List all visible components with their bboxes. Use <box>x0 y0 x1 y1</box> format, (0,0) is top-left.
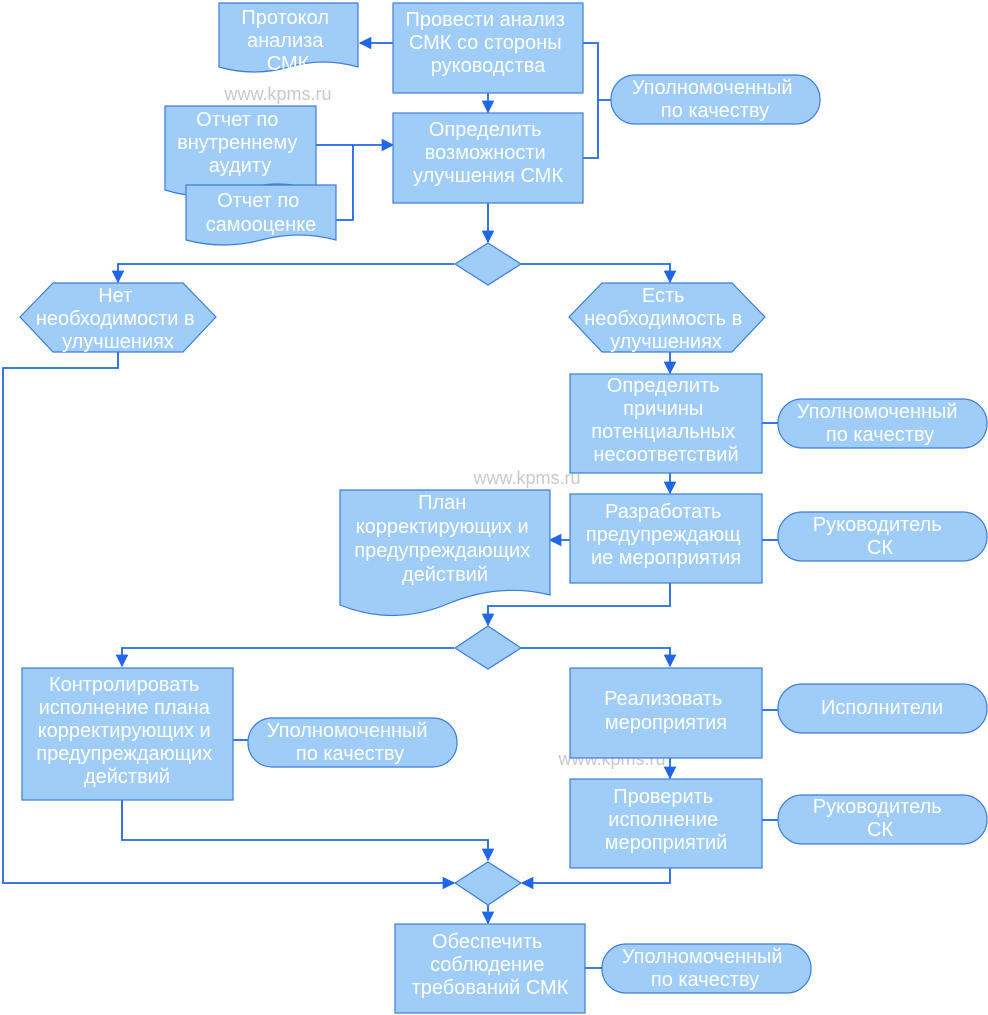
document-action-plan[interactable]: План корректирующих и предупреждающих де… <box>339 489 551 617</box>
process-develop-measures[interactable]: Разработать предупреждающ ие мероприятия <box>569 493 763 584</box>
document-protocol-label: Протокол анализа СМК <box>241 7 334 75</box>
process-develop-measures-label: Разработать предупреждающ ие мероприятия <box>586 501 746 569</box>
process-implement-measures[interactable]: Реализовать мероприятия <box>569 667 763 759</box>
role-quality-rep-1[interactable]: Уполномоченный по качеству <box>610 74 821 125</box>
process-implement-measures-label: Реализовать мероприятия <box>604 688 728 734</box>
process-control-execution[interactable]: Контролировать исполнение плана корректи… <box>21 667 234 801</box>
edge-self-assessment-join <box>336 145 354 221</box>
edge-quality-rep-bracket <box>583 42 611 159</box>
role-executors-label: Исполнители <box>821 697 943 719</box>
edge-decision2-to-implement <box>520 647 677 668</box>
document-internal-audit-label: Отчет по внутреннему аудиту <box>177 109 303 177</box>
role-executors[interactable]: Исполнители <box>777 683 988 734</box>
hexagon-need[interactable]: Есть необходимость в улучшениях <box>568 282 766 353</box>
role-head-sk-1-label: Руководитель СК <box>813 514 947 559</box>
role-quality-rep-1-label: Уполномоченный по качеству <box>632 77 798 122</box>
edge-control-to-merge <box>121 800 495 862</box>
role-head-sk-1[interactable]: Руководитель СК <box>777 511 988 562</box>
watermark: www.kpms.ru <box>223 84 331 104</box>
process-verify-measures[interactable]: Проверить исполнение мероприятий <box>569 778 763 869</box>
role-quality-rep-2[interactable]: Уполномоченный по качеству <box>777 398 988 449</box>
role-quality-rep-2-label: Уполномоченный по качеству <box>797 401 963 446</box>
edge-develop-to-decision2 <box>481 583 671 627</box>
process-define-improvement-label: Определить возможности улучшения СМК <box>413 119 563 187</box>
connectors <box>2 36 778 969</box>
process-ensure-compliance[interactable]: Обеспечить соблюдение требований СМК <box>394 923 586 1014</box>
process-define-causes-label: Определить причины потенциальных несоотв… <box>591 375 740 466</box>
role-quality-rep-4-label: Уполномоченный по качеству <box>622 946 788 991</box>
hexagon-no-need[interactable]: Нет необходимости в улучшениях <box>19 282 217 353</box>
merge-diamond[interactable] <box>453 861 523 906</box>
edge-decision-to-no <box>111 263 454 284</box>
process-conduct-review[interactable]: Провести анализ СМК со стороны руководст… <box>392 2 584 94</box>
edge-decision2-to-control <box>115 647 454 668</box>
watermark: www.kpms.ru <box>472 468 580 488</box>
edge-no-to-merge <box>2 352 456 890</box>
decision-diamond-2[interactable] <box>453 625 523 670</box>
role-quality-rep-4[interactable]: Уполномоченный по качеству <box>601 943 812 994</box>
edge-decision-to-yes <box>520 263 677 284</box>
hexagon-no-need-label: Нет необходимости в улучшениях <box>36 285 200 353</box>
document-self-assessment-label: Отчет по самооценке <box>206 190 317 236</box>
process-define-improvement[interactable]: Определить возможности улучшения СМК <box>392 112 584 204</box>
role-head-sk-2-label: Руководитель СК <box>813 796 947 841</box>
process-control-execution-label: Контролировать исполнение плана корректи… <box>36 674 218 788</box>
edge-verify-to-merge <box>520 868 671 890</box>
decision-diamond-1[interactable] <box>453 242 523 286</box>
process-conduct-review-label: Провести анализ СМК со стороны руководст… <box>406 9 571 77</box>
document-self-assessment-report[interactable]: Отчет по самооценке <box>185 184 337 246</box>
document-internal-audit-report[interactable]: Отчет по внутреннему аудиту <box>164 105 317 197</box>
document-protocol[interactable]: Протокол анализа СМК <box>218 2 359 75</box>
role-head-sk-2[interactable]: Руководитель СК <box>777 794 988 845</box>
document-action-plan-label: План корректирующих и предупреждающих де… <box>354 492 536 586</box>
process-verify-measures-label: Проверить исполнение мероприятий <box>605 786 728 854</box>
role-quality-rep-3-label: Уполномоченный по качеству <box>267 720 433 765</box>
role-quality-rep-3[interactable]: Уполномоченный по качеству <box>247 717 458 768</box>
process-ensure-compliance-label: Обеспечить соблюдение требований СМК <box>412 931 569 999</box>
hexagon-need-label: Есть необходимость в улучшениях <box>584 285 748 353</box>
process-define-causes[interactable]: Определить причины потенциальных несоотв… <box>569 373 763 474</box>
